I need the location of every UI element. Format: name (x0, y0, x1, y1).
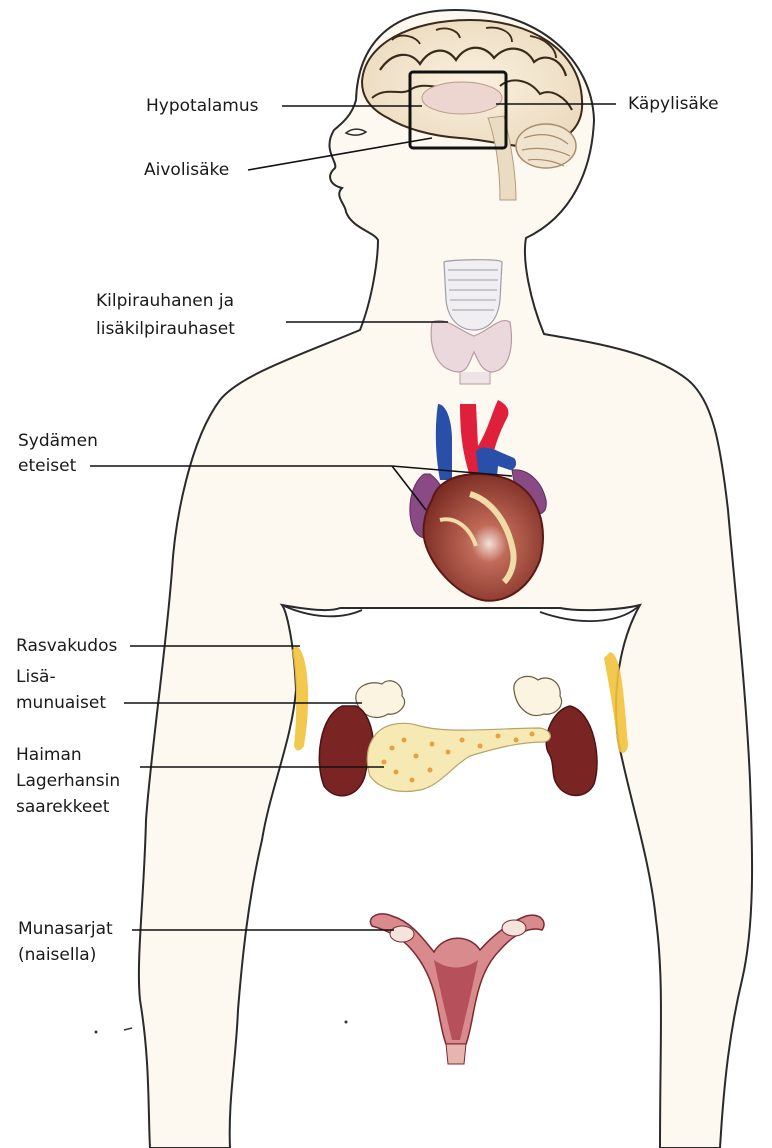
label-rasvakudos: Rasvakudos (16, 635, 117, 657)
label-munasarjat-line1: Munasarjat (18, 918, 113, 940)
label-aivolisake: Aivolisäke (144, 159, 229, 181)
uterus-and-ovaries (370, 914, 544, 1064)
label-lisamunuaiset-line2: munuaiset (16, 692, 106, 714)
label-haiman-line2: Lagerhansin (16, 770, 120, 792)
adrenal-gland-right (514, 676, 562, 715)
label-kilpirauhanen-line2: lisäkilpirauhaset (96, 318, 235, 340)
label-lisamunuaiset-line1: Lisä- (16, 666, 56, 688)
label-munasarjat-line2: (naisella) (18, 944, 96, 966)
pancreas (367, 723, 550, 791)
kidney-right (546, 706, 597, 796)
label-hypotalamus: Hypotalamus (146, 95, 258, 117)
dot-mark-2 (345, 1021, 348, 1024)
label-kilpirauhanen-line1: Kilpirauhanen ja (96, 290, 234, 312)
dot-mark-1 (95, 1031, 98, 1034)
label-haiman-line3: saarekkeet (16, 796, 109, 818)
label-sydamen-line2: eteiset (18, 455, 76, 477)
label-sydamen-line1: Sydämen (18, 430, 98, 452)
label-haiman-line1: Haiman (16, 744, 82, 766)
kidney-left (319, 706, 373, 796)
label-kapylisake: Käpylisäke (628, 93, 719, 115)
dash-mark (124, 1028, 132, 1030)
